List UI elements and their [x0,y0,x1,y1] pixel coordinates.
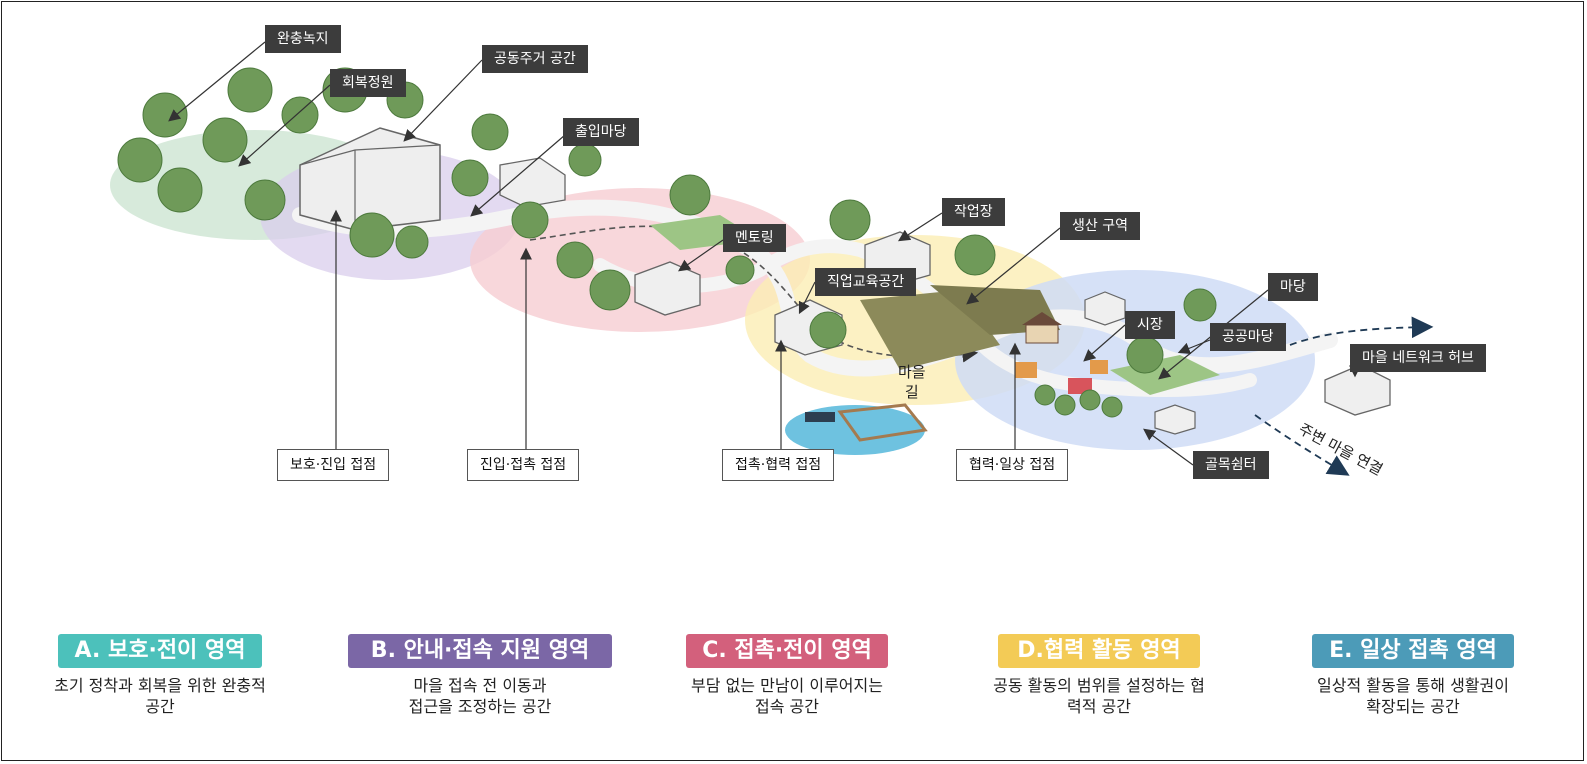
village-road-dash [529,225,979,363]
callout-vocational-space: 직업교육공간 [815,268,917,296]
zone-d-desc-line1: 공동 활동의 범위를 설정하는 협 [993,676,1205,695]
zone-e-desc-line1: 일상적 활동을 통해 생활권이 [1317,676,1509,695]
zone-c-title: C. 접촉·전이 영역 [686,634,888,668]
callout-mentoring: 멘토링 [723,224,786,252]
callout-cohousing: 공동주거 공간 [482,45,588,73]
zone-b-title: B. 안내·접속 지원 영역 [348,634,612,668]
callout-workshop: 작업장 [942,198,1005,226]
village-road-label: 마을 길 [898,362,926,402]
cohousing-building [299,127,441,231]
callout-alley-shelter: 골목쉼터 [1193,451,1269,479]
callout-production-area: 생산 구역 [1060,212,1140,240]
callout-entrance-yard: 출입마당 [563,118,639,146]
callout-public-yard: 공공마당 [1210,323,1286,351]
contact-point-contact-coop: 접촉·협력 접점 [722,449,835,481]
zone-a-title: A. 보호·전이 영역 [58,634,262,668]
callout-buffer-green: 완충녹지 [265,25,341,53]
zone-a-desc-line1: 초기 정착과 회복을 위한 완충적 [54,676,266,695]
zone-e-desc: 일상적 활동을 통해 생활권이 확장되는 공간 [1273,675,1553,717]
hub-building [1324,364,1391,416]
zone-c-desc-line1: 부담 없는 만남이 이루어지는 [691,676,883,695]
zone-d-desc-line2: 력적 공간 [1067,697,1131,716]
market-stalls [1015,360,1108,394]
small-building-e2 [1154,404,1196,435]
mentoring-building [634,261,701,316]
zone-c-desc: 부담 없는 만남이 이루어지는 접속 공간 [647,675,927,717]
callout-yard: 마당 [1268,273,1318,301]
zone-d-title: D.협력 활동 영역 [998,634,1200,668]
village-road-label-line1: 마을 [898,363,926,381]
zone-c-desc-line2: 접속 공간 [755,697,819,716]
callout-recovery-garden: 회복정원 [330,69,406,97]
zone-b-desc: 마을 접속 전 이동과 접근을 조정하는 공간 [340,675,620,717]
zone-e-title: E. 일상 접촉 영역 [1312,634,1514,668]
callout-network-hub: 마을 네트워크 허브 [1350,344,1486,372]
pond [785,403,928,455]
contact-point-protect-entry: 보호·진입 접점 [277,449,390,481]
zone-a-desc-line2: 공간 [145,697,175,716]
pavilion [1022,312,1062,344]
contact-point-entry-contact: 진입·접촉 접점 [467,449,580,481]
contact-point-coop-daily: 협력·일상 접점 [956,449,1069,481]
zone-e-desc-line2: 확장되는 공간 [1366,697,1460,716]
zone-b-desc-line1: 마을 접속 전 이동과 [413,676,547,695]
callout-market: 시장 [1125,311,1175,339]
entrance-building [499,157,566,208]
hub-link-arrow [1289,316,1434,346]
zone-b-desc-line2: 접근을 조정하는 공간 [408,697,552,716]
neighbor-link-arrow [1254,414,1350,476]
trees [117,67,1217,418]
zone-a-desc: 초기 정착과 회복을 위한 완충적 공간 [20,675,300,717]
zone-d-desc: 공동 활동의 범위를 설정하는 협 력적 공간 [959,675,1239,717]
village-road-label-line2: 길 [904,383,919,401]
